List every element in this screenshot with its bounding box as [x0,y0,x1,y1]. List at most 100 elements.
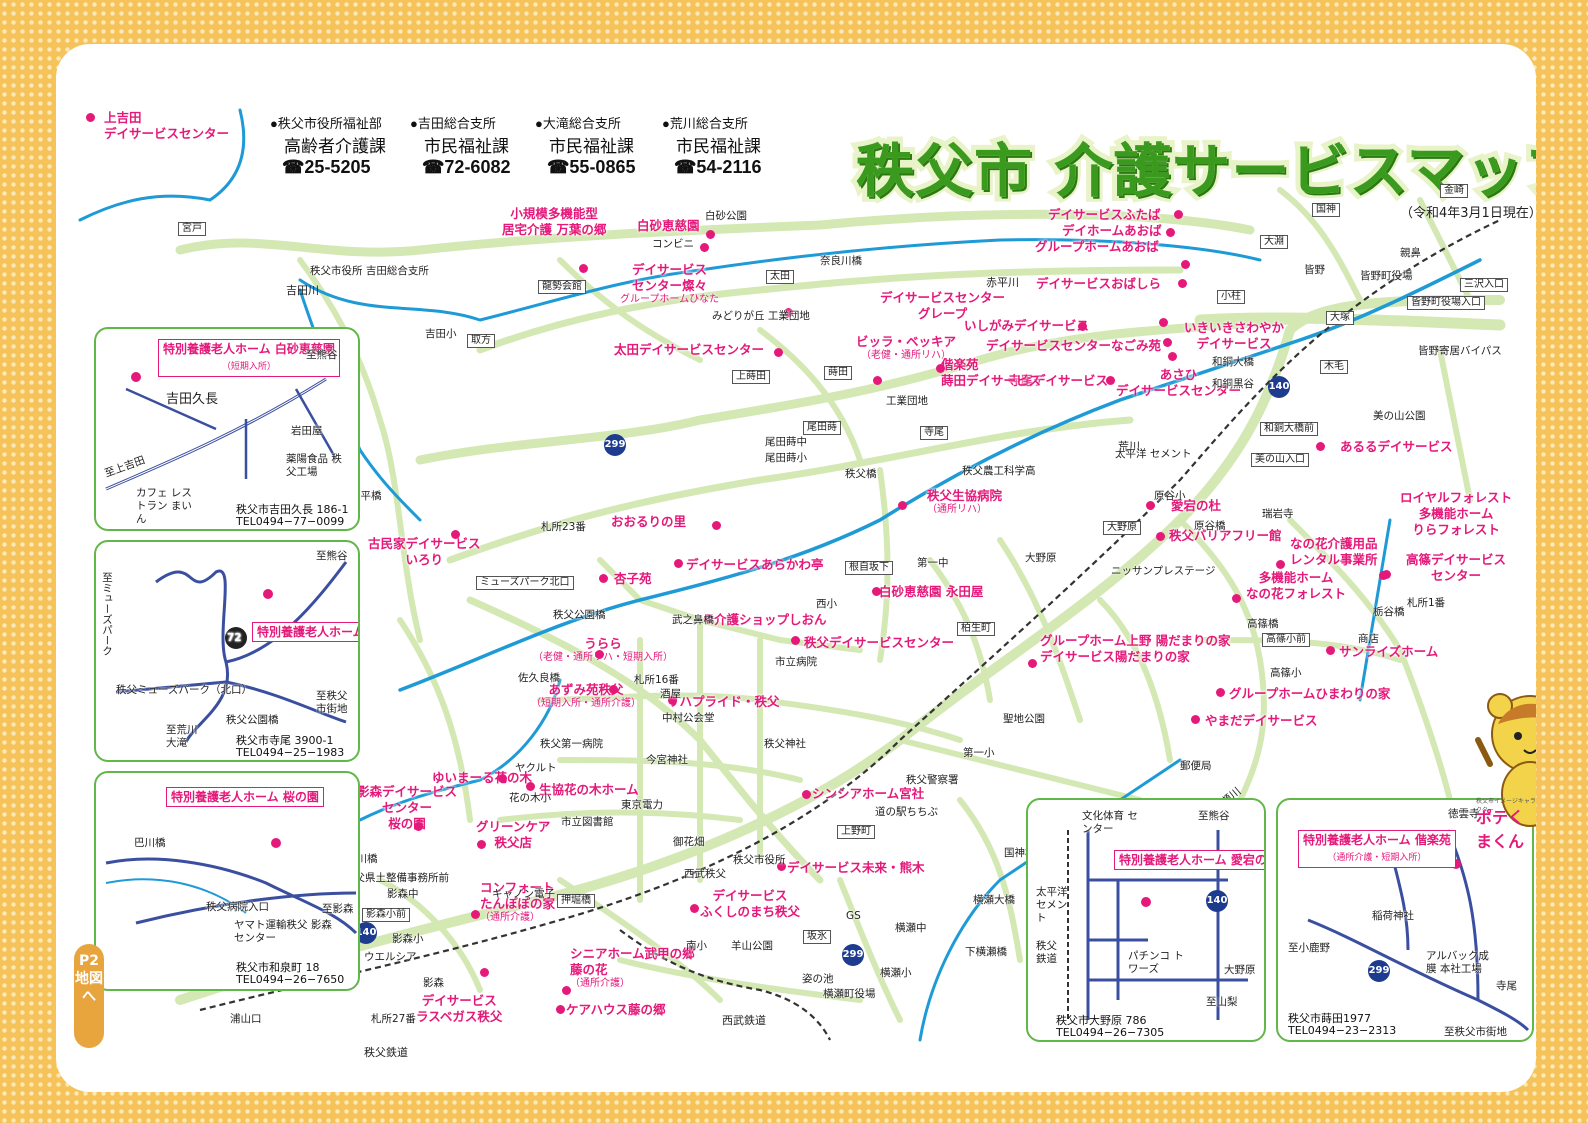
facility-label: デイサービスラスベガス秩父 [416,993,502,1025]
inset-map-atagonomori: 特別養護老人ホーム 愛宕の杜 文化体育 センター 至熊谷 太平洋 セメント 秩父… [1026,798,1266,1042]
landmark-label: 秩父農工科学高 [962,465,1036,477]
facility-label: コンフォートたんぽぽの家（通所介護） [480,880,555,924]
inset-label: パチンコ トワーズ [1128,950,1184,975]
facility-name-line: うらら [584,636,622,651]
facility-name-line: デイサービス未来・熊木 [787,860,925,875]
road-299 [415,315,1295,465]
facility-marker [1168,352,1177,361]
facility-marker [1163,338,1172,347]
inset-label: 至秩父市街地 [1444,1026,1507,1038]
office-dept: ●吉田総合支所 [410,116,496,131]
office-section: 市民福祉課 [424,137,509,156]
facility-marker [1326,646,1335,655]
signal-label: 取方 [467,334,495,348]
facility-label: 愛宕の杜 [1171,498,1221,514]
facility-marker [471,910,480,919]
landmark-label: 酒屋 [660,688,681,700]
landmark-label: 道の駅ちちぶ [875,806,938,818]
inset-address: 秩父市蒔田1977 [1288,1012,1371,1025]
facility-name-line: デイサービス [632,262,708,277]
river-label: 荒川 [1118,440,1140,453]
landmark-label: GS [846,910,861,922]
facility-label: 古民家デイサービスいろり [368,536,481,568]
inset-map-anzuen: 72 特別養護老人ホーム 杏子苑 至熊谷 至ミューズパーク 秩父ミューズパーク（… [94,540,360,762]
facility-label: やまだデイサービス [1205,713,1318,729]
signal-label: 高篠小前 [1262,633,1310,647]
facility-marker [706,230,715,239]
facility-marker [1178,279,1187,288]
landmark-label: 白砂公園 [705,210,747,222]
facility-label: うらら（老健・通所リハ・短期入所） [533,636,673,664]
landmark-text: 太平洋 セメント [1115,448,1192,460]
facility-note: （通所介護） [480,912,540,923]
facility-name-line: リハプライド・秩父 [667,694,780,709]
facility-name-line: コンフォート [480,880,555,895]
inset-address: 秩父市寺尾 3900-1 [236,734,334,747]
landmark-label: 御花畑 [673,836,705,848]
signal-label: 龍勢会館 [538,280,586,294]
facility-name-line: 秩父生協病院 [927,488,1003,503]
facility-name-line: センター燦々 [632,278,708,293]
landmark-label: 秩父第一病院 [540,738,603,750]
landmark-label: 影森 [423,977,444,989]
facility-name-line: りらフォレスト [1412,522,1500,537]
facility-label: 白砂恵慈園 永田屋 [879,584,983,600]
facility-name-line: グループホームひまわりの家 [1229,686,1391,701]
landmark-label: 大野原 [1025,552,1057,564]
facility-marker [774,348,783,357]
facility-marker [1166,228,1175,237]
landmark-label: 皆野 [1304,264,1325,276]
facility-marker [498,774,507,783]
facility-name-line: あさひ [1159,367,1198,382]
facility-label: あさひデイサービスセンター [1116,367,1241,399]
facility-name-line: いろり [405,552,444,567]
office-contact: ●吉田総合支所市民福祉課☎72-6082 [410,113,510,178]
facility-name-line: 桜の園 [388,816,426,831]
facility-name-line: レンタル事業所 [1290,552,1378,567]
facility-label: デイサービスセンター燦々グループホームひなた [620,262,719,306]
office-section: 市民福祉課 [549,137,634,156]
facility-note: （老健・通所リハ） [861,350,951,361]
facility-label: サンライズホーム [1339,644,1438,660]
facility-name-line: サンライズホーム [1339,644,1439,659]
facility-name-line: グループホーム上野 陽だまりの家 [1040,633,1231,648]
landmark-label: 中村公会堂 [662,712,715,724]
facility-name-line: なの花介護用品 [1290,536,1378,551]
office-dept: ●秩父市役所福祉部 [270,116,382,131]
signal-label: 寺尾 [920,426,948,440]
facility-name-line: 生協花の木ホーム [539,782,639,797]
facility-label: グリーンケア秩父店 [476,819,550,851]
facility-name-line: 愛宕の杜 [1171,498,1222,513]
inset-label: 至熊谷 [306,349,338,361]
landmark-label: 札所16番 [634,674,679,686]
office-tel: ☎72-6082 [422,157,511,177]
facility-name-line: シンシアホーム宮社 [812,786,925,801]
route-shield: 140 [1268,376,1290,398]
facility-name-line: 影森デイサービス [357,784,458,799]
facility-label: ケアハウス藤の郷 [566,1002,666,1018]
facility-marker [1106,376,1115,385]
inset-facility-box: 特別養護老人ホーム 偕楽苑（通所介護・短期入所） [1298,830,1456,868]
facility-name-line: デイサービスセンター [880,290,1006,305]
inset-route-299: 299 [1368,960,1390,982]
facility-marker [579,264,588,273]
landmark-label: 秩父県土整備事務所前 [344,872,449,884]
facility-marker [451,530,460,539]
inset-map-kairakuen: 特別養護老人ホーム 偕楽苑（通所介護・短期入所） 徳雲寺 稲荷神社 至小鹿野 ア… [1276,798,1534,1042]
facility-label: いしがみデイサービス [964,318,1089,334]
landmark-label: 秩父公園橋 [553,609,606,621]
inset-label: 巴川橋 [134,837,166,849]
landmark-label: 尾田蒔中 [765,436,807,448]
facility-name-line: デイサービスふたば [1048,207,1161,222]
landmark-label: 工業団地 [886,395,928,407]
facility-name-line: 白砂恵慈園 [637,218,700,233]
landmark-label: 栃谷橋 [1373,606,1405,618]
facility-marker [1276,560,1285,569]
inset-label: 至秩父 市街地 [316,690,348,715]
facility-name-line: おおるりの里 [611,514,687,529]
p2-map-link[interactable]: P2地図へ [74,944,104,1048]
landmark-label: 高篠小 [1270,667,1302,679]
inset-facility-box: 特別養護老人ホーム 白砂恵慈園（短期入所） [158,339,340,377]
inset-address: 秩父市吉田久長 186-1 [236,503,349,516]
inset-label: 至影森 [322,903,354,915]
